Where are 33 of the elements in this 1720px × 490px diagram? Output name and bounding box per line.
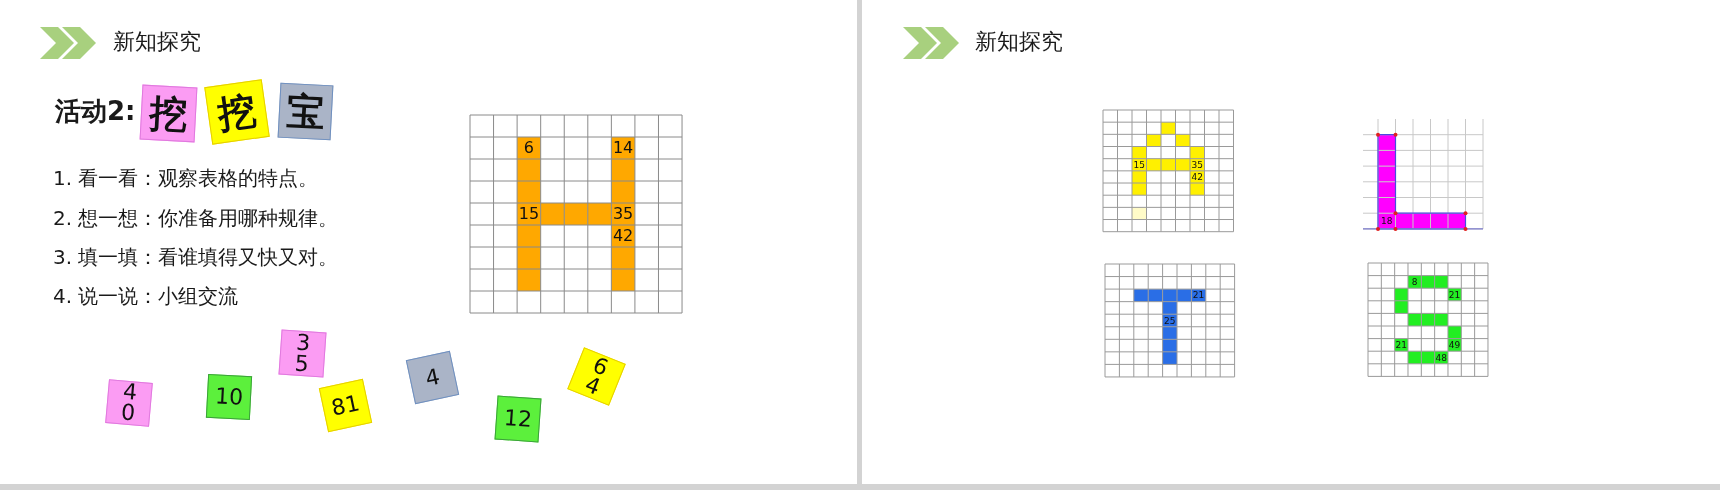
- cell-number: 21: [1395, 340, 1407, 350]
- cell-number: 49: [1448, 340, 1461, 350]
- sticky-note: 4: [405, 350, 460, 405]
- instruction-text: 1. 看一看：观察表格的特点。: [53, 166, 319, 190]
- instruction-text: 2. 想一想：你准备用哪种规律。: [53, 206, 339, 230]
- section-title: 新知探究: [113, 29, 201, 56]
- section-title: 新知探究: [975, 29, 1063, 56]
- cell-number: 42: [612, 228, 634, 244]
- cell-number: 21: [1448, 290, 1461, 299]
- cell-number: 6: [523, 140, 534, 156]
- sticky-note: 宝: [277, 82, 334, 141]
- cell-number: 21: [1192, 290, 1205, 300]
- instruction-text: 3. 填一填：看谁填得又快又对。: [53, 245, 339, 269]
- cell-number: 14: [612, 140, 634, 156]
- sticky-note: 10: [205, 373, 253, 421]
- cell-number: 35: [1191, 160, 1203, 170]
- sticky-note: 4 0: [105, 379, 153, 427]
- cell-number: 35: [612, 206, 634, 222]
- sticky-note: 3 5: [278, 329, 327, 378]
- sticky-note: 挖: [139, 84, 198, 143]
- cell-number: 15: [1133, 160, 1145, 170]
- sticky-note: 挖: [204, 79, 270, 145]
- sticky-note: 12: [494, 395, 542, 443]
- cell-number: 42: [1191, 172, 1203, 182]
- activity-label: 活动2:: [55, 96, 136, 128]
- cell-number: 15: [518, 206, 540, 222]
- sticky-note: 81: [318, 378, 373, 433]
- cell-number: 8: [1411, 277, 1418, 287]
- cell-number: 48: [1435, 353, 1447, 362]
- cell-number: 25: [1164, 316, 1176, 325]
- instruction-text: 4. 说一说：小组交流: [53, 284, 239, 308]
- cell-number: 18: [1381, 216, 1393, 226]
- sticky-note: 6 4: [567, 347, 626, 406]
